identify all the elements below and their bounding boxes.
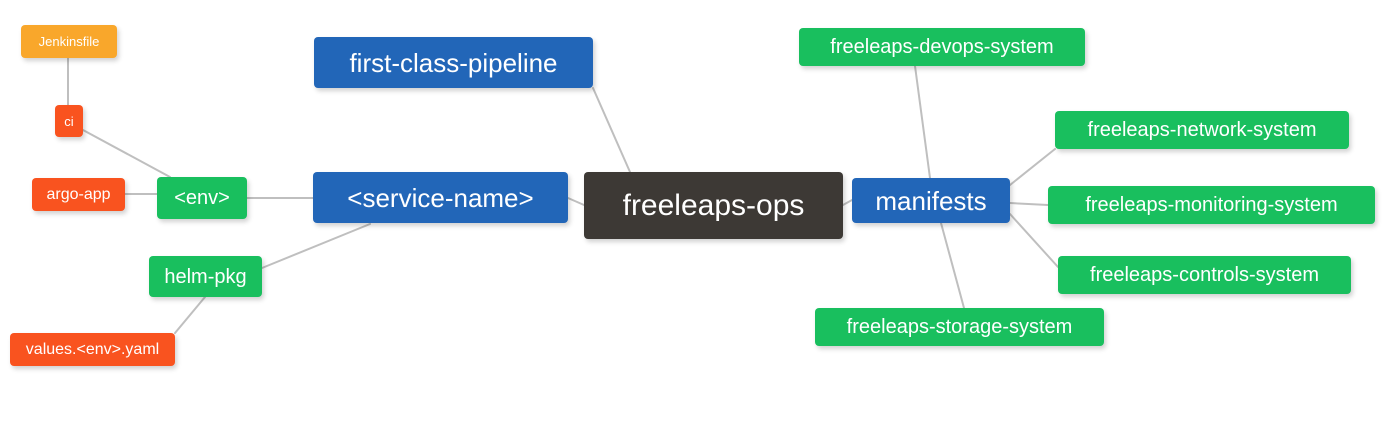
mindmap-node-label: values.<env>.yaml — [25, 340, 160, 358]
mindmap-node-freeleaps-ops[interactable]: freeleaps-ops — [584, 172, 843, 239]
mindmap-node-label: freeleaps-devops-system — [830, 36, 1054, 58]
mindmap-node-label: <env> — [174, 187, 230, 209]
mindmap-node-label: helm-pkg — [164, 265, 247, 288]
mindmap-node-label: ci — [64, 113, 74, 129]
mindmap-edge-helm-pkg--values-env-yaml — [174, 296, 206, 334]
mindmap-node-env[interactable]: <env> — [157, 177, 247, 219]
mindmap-node-freeleaps-storage-system[interactable]: freeleaps-storage-system — [815, 308, 1104, 346]
mindmap-node-helm-pkg[interactable]: helm-pkg — [149, 256, 262, 297]
mindmap-edge-manifests--freeleaps-devops-system — [914, 65, 931, 179]
mindmap-node-freeleaps-devops-system[interactable]: freeleaps-devops-system — [799, 28, 1085, 66]
mindmap-edge-manifests--freeleaps-storage-system — [940, 222, 965, 309]
mindmap-node-argo-app[interactable]: argo-app — [32, 178, 125, 211]
mindmap-node-label: freeleaps-network-system — [1087, 119, 1317, 141]
mindmap-node-label: freeleaps-monitoring-system — [1085, 194, 1338, 216]
mindmap-node-label: argo-app — [46, 185, 111, 203]
mindmap-node-freeleaps-network-system[interactable]: freeleaps-network-system — [1055, 111, 1349, 149]
mindmap-edge-freeleaps-ops--service-name — [567, 197, 585, 206]
mindmap-edge-manifests--freeleaps-monitoring-system — [1009, 202, 1049, 206]
mindmap-node-service-name[interactable]: <service-name> — [313, 172, 568, 223]
mindmap-node-label: manifests — [875, 185, 987, 216]
mindmap-node-ci[interactable]: ci — [55, 105, 83, 137]
mindmap-edge-env--ci — [82, 129, 171, 178]
mindmap-node-first-class-pipeline[interactable]: first-class-pipeline — [314, 37, 593, 88]
mindmap-node-label: first-class-pipeline — [349, 47, 558, 78]
mindmap-edge-freeleaps-ops--first-class-pipeline — [592, 87, 631, 173]
mindmap-node-freeleaps-monitoring-system[interactable]: freeleaps-monitoring-system — [1048, 186, 1375, 224]
mindmap-edge-service-name--helm-pkg — [261, 223, 371, 269]
mindmap-edge-freeleaps-ops--manifests — [842, 199, 853, 206]
mindmap-node-manifests[interactable]: manifests — [852, 178, 1010, 223]
mindmap-node-label: freeleaps-ops — [622, 188, 805, 222]
mindmap-node-values-env-yaml[interactable]: values.<env>.yaml — [10, 333, 175, 366]
mindmap-node-label: <service-name> — [347, 182, 534, 213]
mindmap-node-freeleaps-controls-system[interactable]: freeleaps-controls-system — [1058, 256, 1351, 294]
mindmap-node-label: freeleaps-storage-system — [846, 316, 1073, 338]
mindmap-node-jenkinsfile[interactable]: Jenkinsfile — [21, 25, 117, 58]
mindmap-node-label: Jenkinsfile — [38, 34, 100, 49]
mindmap-node-label: freeleaps-controls-system — [1090, 264, 1319, 286]
mindmap-edge-manifests--freeleaps-network-system — [1009, 148, 1056, 186]
